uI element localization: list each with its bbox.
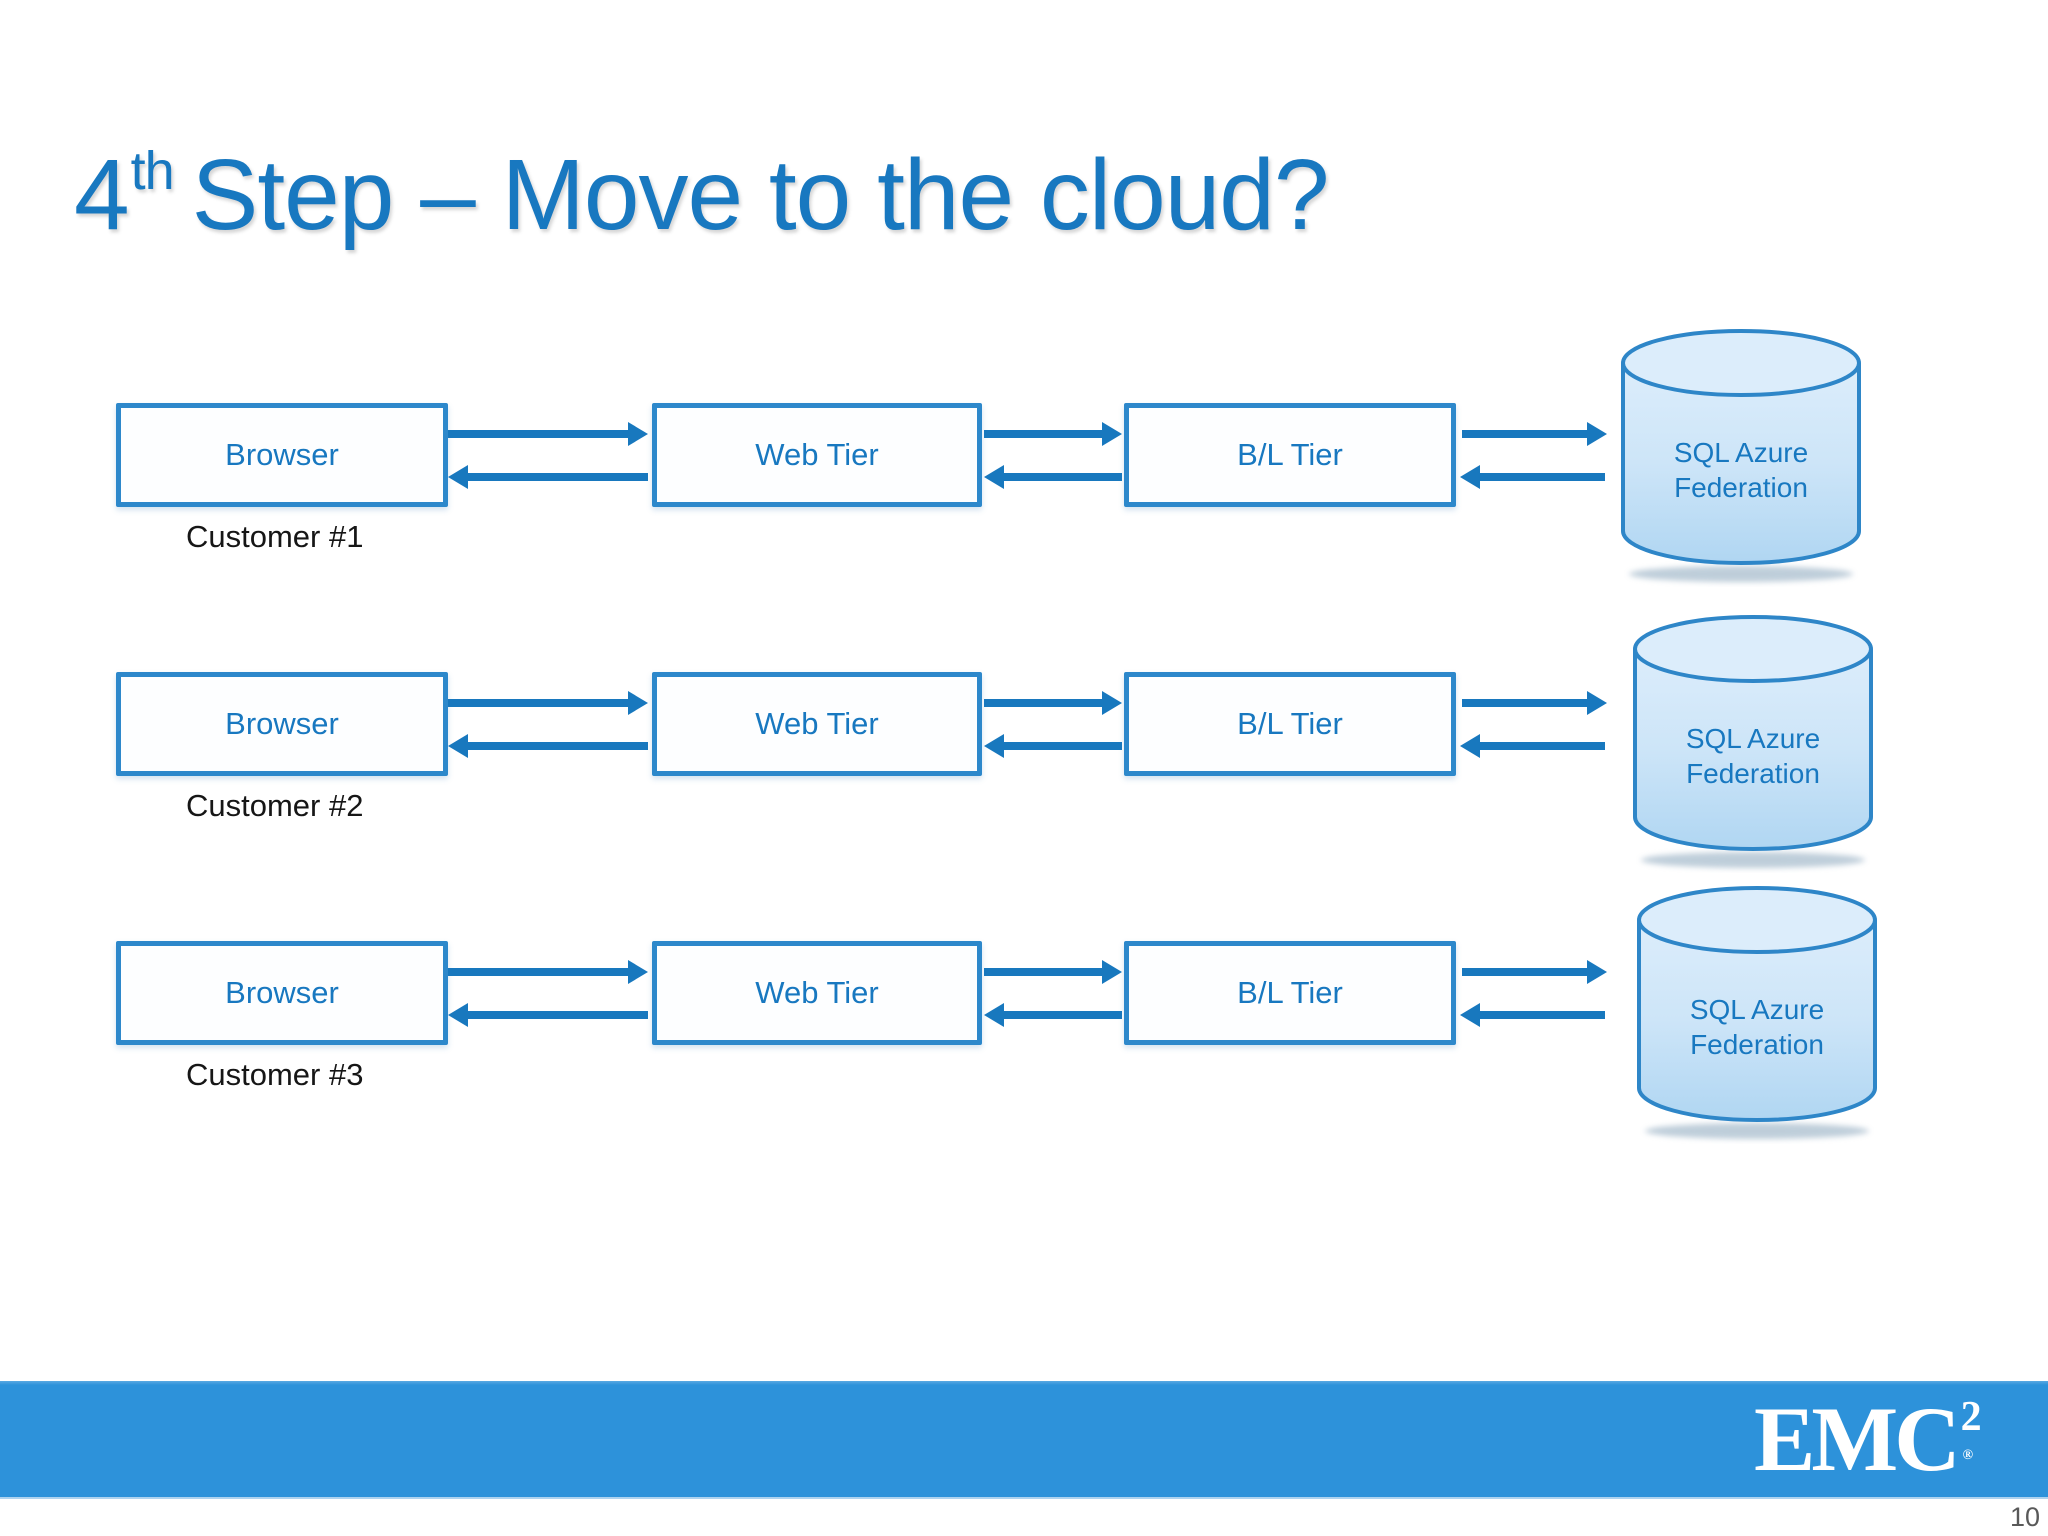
page-number: 10 bbox=[2009, 1502, 2040, 1532]
database-cylinder-icon bbox=[1633, 615, 1873, 868]
arrow-right-icon bbox=[448, 422, 648, 446]
bl-tier-node-label: B/L Tier bbox=[1237, 437, 1343, 472]
database-cylinder: SQL Azure Federation bbox=[1630, 611, 1876, 873]
arrow-right-icon bbox=[1462, 960, 1607, 984]
database-label: SQL Azure Federation bbox=[1630, 721, 1876, 791]
arrow-right-icon bbox=[448, 960, 648, 984]
arrow-right-icon bbox=[1462, 422, 1607, 446]
browser-node: Browser bbox=[116, 941, 448, 1045]
web-tier-node-label: Web Tier bbox=[755, 975, 879, 1010]
arrow-left-icon bbox=[1460, 1003, 1605, 1027]
emc-logo-exponent: 2 bbox=[1960, 1394, 1982, 1440]
emc-logo-exponent-group: 2 ® bbox=[1960, 1394, 1982, 1463]
arrow-left-icon bbox=[984, 465, 1122, 489]
title-text: Step – Move to the cloud? bbox=[191, 139, 1330, 251]
bl-tier-node: B/L Tier bbox=[1124, 672, 1456, 776]
database-cylinder: SQL Azure Federation bbox=[1618, 325, 1864, 587]
web-tier-node: Web Tier bbox=[652, 941, 982, 1045]
bl-tier-node: B/L Tier bbox=[1124, 941, 1456, 1045]
database-cylinder-icon bbox=[1637, 886, 1877, 1139]
customer-label: Customer #1 bbox=[186, 519, 364, 554]
database-label: SQL Azure Federation bbox=[1618, 435, 1864, 505]
arrow-left-icon bbox=[448, 1003, 648, 1027]
web-tier-node-label: Web Tier bbox=[755, 706, 879, 741]
arrow-right-icon bbox=[448, 691, 648, 715]
customer-label: Customer #2 bbox=[186, 788, 364, 823]
arrow-right-icon bbox=[984, 960, 1122, 984]
arrow-left-icon bbox=[1460, 734, 1605, 758]
browser-node-label: Browser bbox=[225, 437, 339, 472]
arrow-left-icon bbox=[984, 734, 1122, 758]
bl-tier-node: B/L Tier bbox=[1124, 403, 1456, 507]
diagram-row-customer-1: Browser Web Tier B/L Tier Customer #1 bbox=[0, 403, 2048, 554]
database-label-line1: SQL Azure bbox=[1689, 994, 1825, 1025]
database-label-line1: SQL Azure bbox=[1685, 723, 1821, 754]
arrow-right-icon bbox=[984, 422, 1122, 446]
arrow-left-icon bbox=[448, 465, 648, 489]
registered-trademark-icon: ® bbox=[1962, 1448, 1974, 1463]
title-ordinal-suffix: th bbox=[130, 141, 175, 201]
footer-bar bbox=[0, 1381, 2048, 1499]
title-number: 4 bbox=[74, 139, 130, 251]
emc-logo: EMC 2 ® bbox=[1754, 1381, 1982, 1497]
database-cylinder: SQL Azure Federation bbox=[1634, 882, 1880, 1144]
database-label-line2: Federation bbox=[1690, 1029, 1824, 1060]
diagram-row-customer-3: Browser Web Tier B/L Tier Customer #3 bbox=[0, 941, 2048, 1092]
database-label: SQL Azure Federation bbox=[1634, 992, 1880, 1062]
database-label-line1: SQL Azure bbox=[1673, 437, 1809, 468]
customer-label: Customer #3 bbox=[186, 1057, 364, 1092]
emc-logo-text: EMC bbox=[1754, 1388, 1961, 1490]
web-tier-node: Web Tier bbox=[652, 672, 982, 776]
browser-node-label: Browser bbox=[225, 706, 339, 741]
bl-tier-node-label: B/L Tier bbox=[1237, 975, 1343, 1010]
arrow-left-icon bbox=[984, 1003, 1122, 1027]
arrow-right-icon bbox=[984, 691, 1122, 715]
web-tier-node: Web Tier bbox=[652, 403, 982, 507]
arrow-right-icon bbox=[1462, 691, 1607, 715]
browser-node: Browser bbox=[116, 672, 448, 776]
arrow-left-icon bbox=[448, 734, 648, 758]
arrow-left-icon bbox=[1460, 465, 1605, 489]
browser-node-label: Browser bbox=[225, 975, 339, 1010]
database-label-line2: Federation bbox=[1674, 472, 1808, 503]
database-cylinder-icon bbox=[1621, 329, 1861, 582]
diagram-row-customer-2: Browser Web Tier B/L Tier Customer #2 bbox=[0, 672, 2048, 823]
bl-tier-node-label: B/L Tier bbox=[1237, 706, 1343, 741]
web-tier-node-label: Web Tier bbox=[755, 437, 879, 472]
browser-node: Browser bbox=[116, 403, 448, 507]
database-label-line2: Federation bbox=[1686, 758, 1820, 789]
